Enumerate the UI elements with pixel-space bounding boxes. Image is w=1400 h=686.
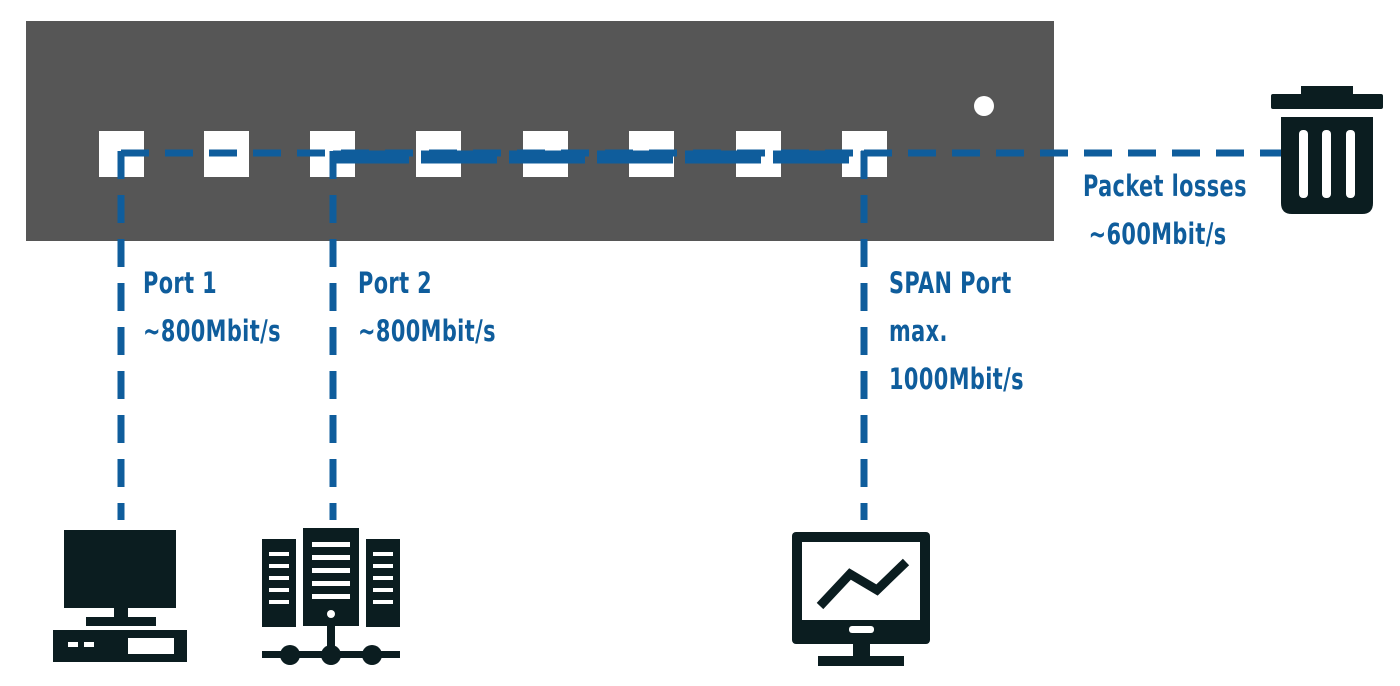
port1-rate: ~800Mbit/s xyxy=(143,314,281,348)
port1-name: Port 1 xyxy=(143,266,218,300)
packet-losses-name: Packet losses xyxy=(1083,169,1247,203)
port1-label: Port 1 ~800Mbit/s xyxy=(143,259,281,355)
packet-losses-label: Packet losses ~600Mbit/s xyxy=(1083,162,1247,258)
port2-rate: ~800Mbit/s xyxy=(358,314,496,348)
links xyxy=(117,149,1300,520)
trash-can-icon xyxy=(1271,86,1383,214)
port2-name: Port 2 xyxy=(358,266,433,300)
status-led xyxy=(974,96,994,116)
monitoring-screen-icon xyxy=(792,532,930,666)
desktop-computer-icon xyxy=(53,530,187,662)
span-port-rate: 1000Mbit/s xyxy=(889,362,1024,396)
span-port-label: SPAN Port max. 1000Mbit/s xyxy=(889,259,1024,403)
span-port-max: max. xyxy=(889,314,948,348)
span-port-name: SPAN Port xyxy=(889,266,1012,300)
packet-losses-rate: ~600Mbit/s xyxy=(1088,217,1227,251)
port2-label: Port 2 ~800Mbit/s xyxy=(358,259,496,355)
server-icon xyxy=(262,528,400,665)
